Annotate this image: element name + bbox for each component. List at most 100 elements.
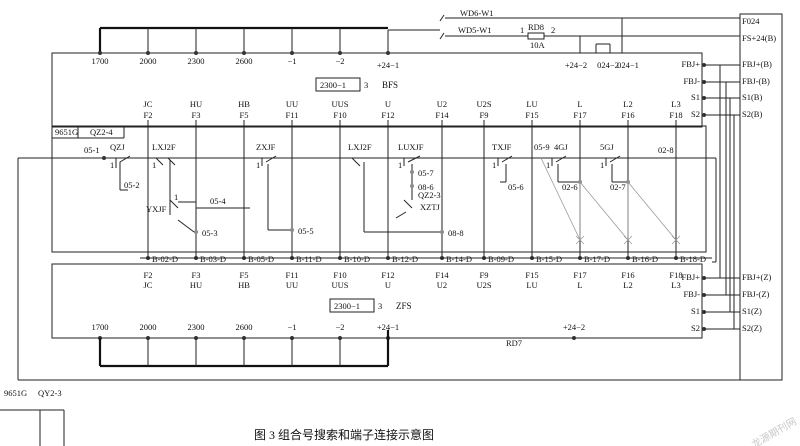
label-s2-z: S2(Z) [742,323,762,333]
top-feeders: WD6-W1 WD5-W1 RD8 1 2 10A [387,8,740,53]
label-wd6: WD6-W1 [460,8,494,18]
label-rd8-pin2: 2 [551,25,555,35]
bfs-terminal-bottom-label: F11 [286,110,299,120]
bfs-terminal-top-label: HB [238,99,250,109]
zfs-terminal-top-label: F5 [240,270,249,280]
node-05-7: 05-7 [418,168,434,178]
b-terminal-label: B-10-D [344,254,370,264]
grey-traces [540,157,681,245]
bfs-side-pin: FBJ- [683,76,700,86]
switch-luxjf-pin: 1 [398,160,402,170]
zfs-terminal-bottom-label: L3 [671,280,680,290]
b-terminal-label: B-05-D [248,254,274,264]
bfs-terminal-bottom-label: F15 [525,110,538,120]
bfs-name: BFS [382,80,398,90]
bfs-terminal-top-label: U [385,99,391,109]
bfs-terminal-top-label: HU [190,99,202,109]
right-terminal-block [739,13,783,381]
b-terminal-label: B-15-D [536,254,562,264]
bfs-side-pin: FBJ+ [682,59,701,69]
zfs-bus-label: 2000 [140,322,157,332]
b-terminal-label: B-03-D [200,254,226,264]
label-fbj-minus-z: FBJ-(Z) [742,289,770,299]
switch-qzj: QZJ 1 05-2 [110,142,140,191]
bfs-bus-label: +24−2 [565,60,587,70]
bfs-terminal-top-label: U2 [437,99,447,109]
bottom-block-tag: QY2-3 [38,388,62,398]
zfs-side-pin: S1 [691,306,700,316]
zfs-terminal-bottom-label: U [385,280,391,290]
bfs-side-pin: S1 [691,92,700,102]
switch-zxjf: ZXJF 1 05-5 [256,142,314,236]
zfs-terminal-top-label: F3 [192,270,201,280]
node-08-6: 08-6 [418,182,434,192]
zfs-pin: 3 [378,301,382,311]
qz-block-tag: QZ2-4 [90,127,113,137]
switch-lxj2f-1-label: LXJ2F [152,142,176,152]
node-05-1: 05-1 [84,145,100,155]
zfs-bus-label: −2 [335,322,344,332]
node-02-8: 02-8 [658,145,674,155]
bfs-bus-node [338,51,342,55]
zfs-terminal-top-label: F9 [480,270,489,280]
zfs-bus-label: 2300 [188,322,205,332]
fuse-rd8 [527,32,545,40]
bfs-bus-label: 024−2 [597,60,619,70]
zfs-terminal-bottom-label: U2S [476,280,491,290]
node-05-3: 05-3 [202,228,218,238]
node-05-9: 05-9 [534,142,550,152]
label-fs24b: FS+24(B) [742,33,776,43]
zfs-terminal-top-label: F14 [435,270,449,280]
bfs-terminal-bottom-label: F5 [240,110,249,120]
switch-xztj-label: XZTJ [420,202,441,212]
switch-yxjf-pin: 1 [174,192,178,202]
zfs-side-pin: FBJ- [683,289,700,299]
switch-txjf-label: TXJF [492,142,512,152]
bfs-terminal-bottom-label: F18 [669,110,682,120]
bfs-terminal-bottom-label: F2 [144,110,153,120]
bfs-bus-label: 2600 [236,56,253,66]
label-rd8-rating: 10A [530,40,546,50]
bottom-block: 9651G QY2-3 [0,388,65,446]
b-terminal-label: B-11-D [296,254,322,264]
zfs-side-pin: S2 [691,323,700,333]
zfs-terminal-top-label: F10 [333,270,346,280]
switch-4gj-label: 4GJ [554,142,568,152]
zfs-bus-label: +24−1 [377,322,399,332]
node-05-2: 05-2 [124,180,140,190]
switch-qz2-3-label: QZ2-3 [418,190,441,200]
bfs-terminal-bottom-label: F3 [192,110,201,120]
zfs-terminal-bottom-label: JC [144,280,153,290]
switch-yxjf-label: YXJF [146,204,167,214]
node-02-6: 02-6 [562,182,578,192]
label-s1-b: S1(B) [742,92,762,102]
bfs-terminal-top-label: UUS [331,99,348,109]
zfs-terminal-top-label: F16 [621,270,634,280]
zfs-bus-label: 1700 [92,322,109,332]
zfs-terminal-top-label: F2 [144,270,153,280]
zfs-terminal-bottom-label: LU [526,280,537,290]
zfs-bus-label: −1 [287,322,296,332]
node-08-8: 08-8 [448,228,464,238]
bfs-bus-label: 2000 [140,56,157,66]
node-02-7: 02-7 [610,182,626,192]
bfs-terminal-top-label: JC [144,99,153,109]
switch-5gj: 5GJ 1 02-7 02-8 [600,142,674,192]
zfs-terminal-bottom-label: L [577,280,582,290]
switch-lxj2f-1: LXJ2F 1 [152,142,176,215]
bfs-bus-node [146,51,150,55]
label-fbj-plus-b: FBJ+(B) [742,59,772,69]
bfs-bus-label: 024−1 [617,60,639,70]
label-wd5: WD5-W1 [458,25,492,35]
label-fbj-plus-z: FBJ+(Z) [742,272,772,282]
zfs-model-box [329,298,375,313]
bfs-terminal-bottom-label: F9 [480,110,489,120]
